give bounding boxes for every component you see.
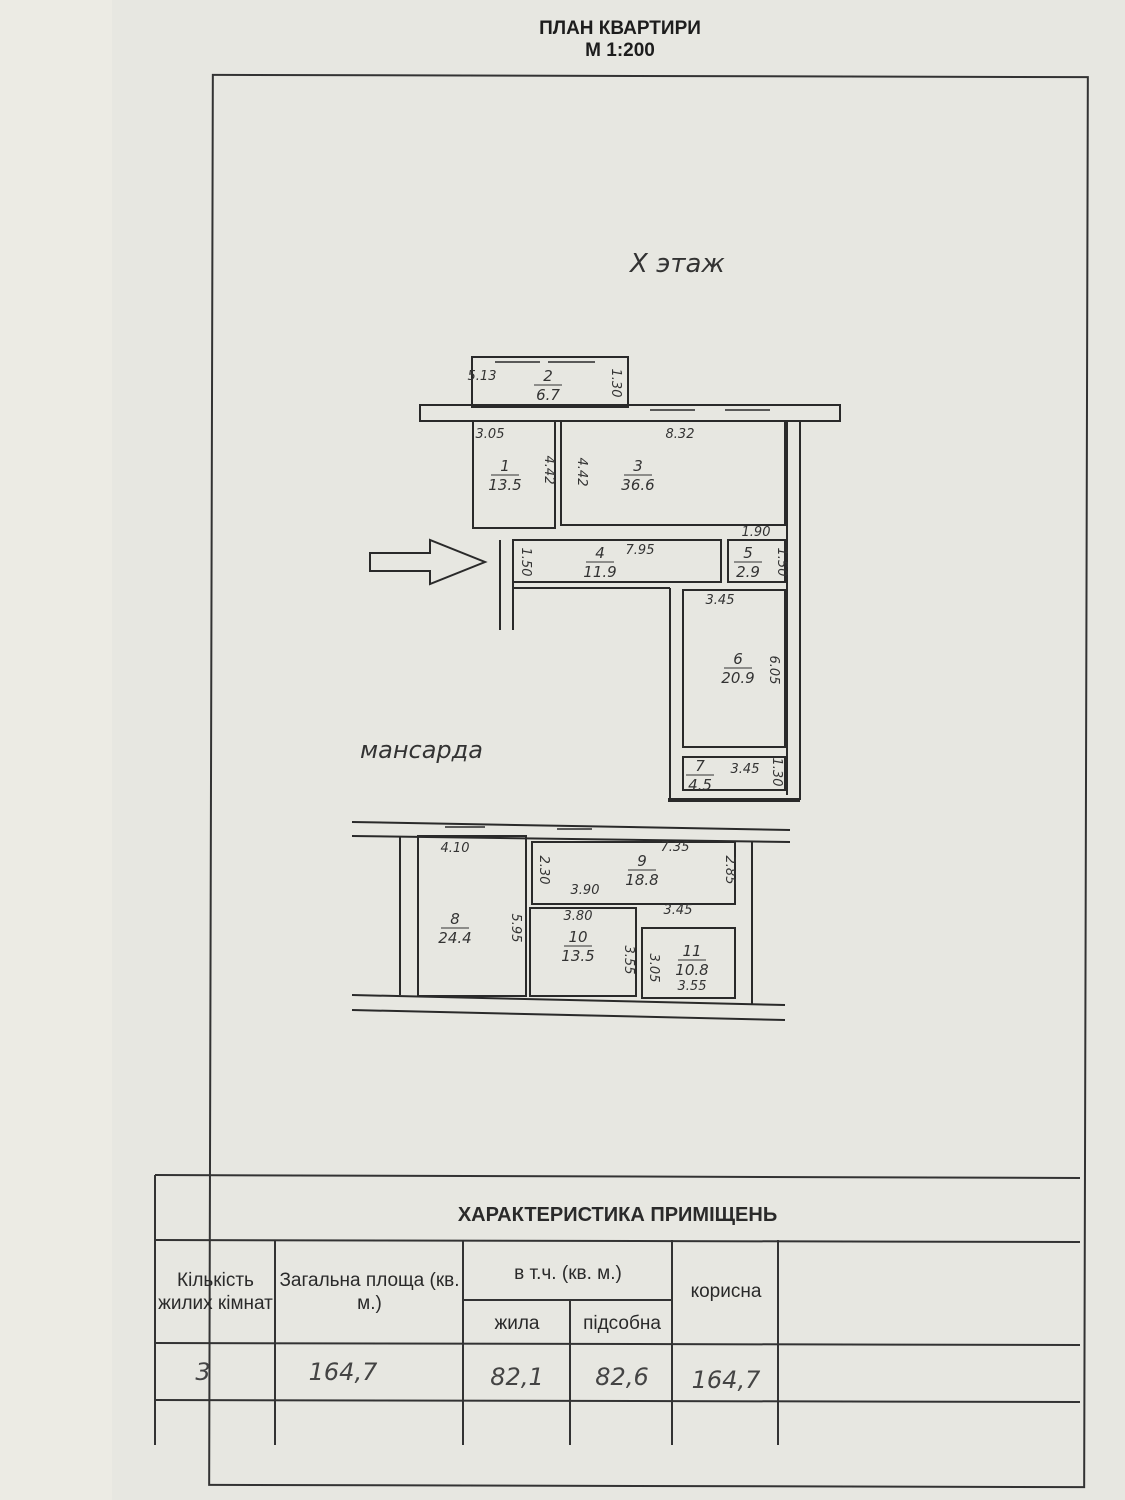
value-aux: 82,6 — [595, 1363, 649, 1392]
wall-room-11 — [641, 927, 736, 999]
room-area: 20.9 — [721, 669, 754, 687]
room-dimension: 3.45 — [706, 593, 735, 608]
room-number: 7 — [695, 757, 705, 775]
room-dimension: 7.35 — [661, 840, 690, 855]
wall-room-4 — [512, 539, 722, 583]
room-dimension: 1.50 — [774, 548, 789, 577]
room-number: 9 — [637, 852, 647, 870]
room-dimension: 3.05 — [646, 954, 661, 983]
header-living: жила — [494, 1312, 540, 1334]
room-area: 11.9 — [583, 563, 616, 581]
room-dimension: 3.45 — [731, 762, 760, 777]
room-dimension: 3.80 — [564, 909, 593, 924]
entrance-arrow-icon — [369, 538, 488, 586]
room-number: 8 — [450, 910, 460, 928]
room-number: 10 — [568, 928, 587, 946]
room-area: 18.8 — [625, 871, 658, 889]
wall-room-2 — [471, 356, 629, 408]
wall-room-8 — [417, 835, 527, 997]
room-dimension: 1.50 — [518, 548, 533, 577]
attic-label: мансарда — [360, 736, 483, 764]
room-dimension: 6.05 — [766, 656, 781, 685]
header-rooms: Кількість жилих кімнат — [158, 1269, 273, 1314]
room-dimension: 4.10 — [441, 841, 470, 856]
wall-room-6 — [682, 589, 786, 748]
value-living: 82,1 — [490, 1363, 544, 1392]
room-dimension: 3.45 — [664, 903, 693, 918]
floor-label: Х этаж — [628, 249, 725, 279]
value-total: 164,7 — [308, 1358, 378, 1387]
room-dimension: 3.55 — [678, 979, 707, 994]
header-total: Загальна площа (кв. м.) — [279, 1269, 460, 1314]
header-useful: корисна — [690, 1281, 762, 1303]
room-area: 2.9 — [736, 563, 760, 581]
room-dimension: 5.13 — [468, 369, 497, 384]
room-area: 10.8 — [675, 961, 708, 979]
plan-scale: М 1:200 — [585, 40, 655, 61]
room-dimension: 1.30 — [769, 758, 784, 787]
room-dimension: 5.95 — [508, 914, 523, 943]
room-dimension: 8.32 — [666, 427, 695, 442]
room-number: 5 — [743, 544, 753, 562]
header-aux: підсобна — [583, 1312, 661, 1334]
room-dimension: 2.85 — [722, 856, 737, 885]
room-dimension: 1.90 — [742, 525, 771, 540]
room-dimension: 4.42 — [574, 458, 589, 487]
room-dimension: 7.95 — [626, 543, 655, 558]
wall-room-10 — [529, 907, 637, 997]
room-dimension: 4.42 — [541, 456, 556, 485]
room-dimension: 3.55 — [621, 946, 636, 975]
room-dimension: 2.30 — [536, 856, 551, 885]
value-useful: 164,7 — [691, 1366, 761, 1395]
wall-room-5 — [727, 539, 786, 583]
value-rooms: 3 — [195, 1358, 211, 1387]
wall-room-1 — [472, 420, 556, 529]
room-area: 24.4 — [438, 929, 471, 947]
room-dimension: 3.90 — [571, 883, 600, 898]
plan-title: ПЛАН КВАРТИРИ — [539, 18, 701, 39]
room-number: 3 — [633, 457, 643, 475]
header-incl: в т.ч. (кв. м.) — [514, 1262, 622, 1284]
room-number: 6 — [733, 650, 743, 668]
room-area: 36.6 — [621, 476, 654, 494]
room-number: 11 — [682, 942, 701, 960]
paper — [112, 0, 1125, 1500]
room-number: 2 — [543, 367, 553, 385]
room-number: 1 — [500, 457, 510, 475]
room-dimension: 3.05 — [476, 427, 505, 442]
table-title: ХАРАКТЕРИСТИКА ПРИМІЩЕНЬ — [457, 1204, 778, 1226]
room-area: 4.5 — [688, 776, 712, 794]
room-dimension: 1.30 — [608, 369, 623, 398]
room-area: 13.5 — [561, 947, 594, 965]
room-area: 6.7 — [536, 386, 560, 404]
wall-room-7 — [682, 756, 786, 791]
room-number: 4 — [595, 544, 605, 562]
wall-room-3 — [560, 420, 786, 526]
paper-edge — [0, 0, 112, 1500]
wall-room-9 — [531, 841, 736, 905]
room-area: 13.5 — [488, 476, 521, 494]
